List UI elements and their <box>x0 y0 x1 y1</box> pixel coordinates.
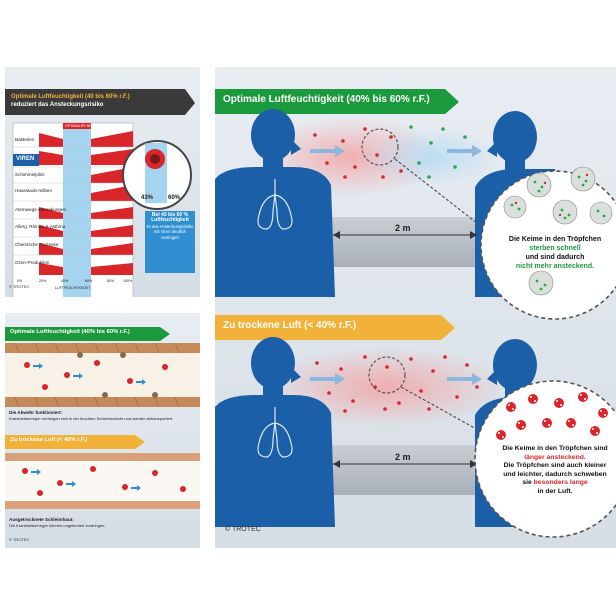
bubble2-line3: Die Tröpfchen sind auch kleiner <box>503 462 607 470</box>
banner-line-1: Optimale Luftfeuchtigkeit (40 bis 60% r.… <box>11 94 130 100</box>
copyright: © TROTEC <box>225 526 261 533</box>
tick-20: 20% <box>39 279 47 283</box>
info-line-4: mit Viren deutlich <box>153 229 187 235</box>
tick-40: 40% <box>61 279 69 283</box>
row-label-bacteria: Bakterien <box>15 137 35 142</box>
droplet-comparison-panel: Optimale Luftfeuchtigkeit (40% bis 60% r… <box>215 67 616 548</box>
magnifier-label-43: 43% <box>141 195 154 201</box>
bubble1-line3: und sind dadurch <box>525 254 585 261</box>
caption1-title: Die Abwehr funktioniert: <box>9 410 63 415</box>
info-line-1: Bei 43 bis 60 % <box>151 212 189 218</box>
bubble2-line5b: besonders lange <box>533 479 588 487</box>
bubble2-line2: länger ansteckend. <box>524 453 586 461</box>
magnifier-info: Bei 43 bis 60 % Luftfeuchtigkeit ist das… <box>145 212 195 240</box>
banner-optimal: Optimale Luftfeuchtigkeit (40% bis 60% r… <box>223 94 430 105</box>
row-label-respiratory: Atemwegs-erkrankungen <box>15 207 67 212</box>
person-left-top <box>215 109 335 297</box>
tick-0: 0% <box>17 279 23 283</box>
optimal-range-label: OPTIMALER BEREICH <box>65 124 103 128</box>
bubble2-line6: in der Luft. <box>537 487 573 495</box>
row-label-mold: Schimmelpilze <box>15 172 45 177</box>
mucosa-panel: Optimale Luftfeuchtigkeit (40% bis 60% r… <box>5 313 200 548</box>
droplet-graphic <box>215 89 616 538</box>
bubble2-line1: Die Keime in den Tröpfchen sind <box>502 445 608 452</box>
tick-60: 60% <box>85 279 93 283</box>
row-label-chemical: Chemische Prozesse <box>15 242 59 247</box>
banner-optimal: Optimale Luftfeuchtigkeit (40% bis 60% r… <box>10 329 130 335</box>
bubble1-line1: Die Keime in den Tröpfchen <box>508 236 602 243</box>
panel-banner: Optimale Luftfeuchtigkeit (40 bis 60% r.… <box>11 93 130 109</box>
distance-label-top: 2 m <box>395 223 411 233</box>
distance-label-bottom: 2 m <box>395 452 411 462</box>
droplets-top <box>313 125 467 179</box>
row-label-allergy: Allerg. Rhinitis & Asthma <box>15 224 66 229</box>
row-label-ozone: Ozon-Produktion <box>15 260 50 265</box>
humidity-risk-panel: Optimale Luftfeuchtigkeit (40 bis 60% r.… <box>5 67 200 297</box>
bubble2-line5a: sie <box>522 479 534 487</box>
axis-label: LUFTFEUCHTIGKEIT <box>55 286 91 290</box>
banner-dry: Zu trockene Luft (< 40% r.F.) <box>223 320 357 331</box>
caption1-text: Krankheitserreger verfangen sich in der … <box>9 416 174 421</box>
info-line-2: Luftfeuchtigkeit <box>151 217 189 224</box>
info-line-3: ist das Ansteckungsrisiko <box>146 223 194 229</box>
mucosa-graphic <box>5 327 200 509</box>
caption2-text: Die Krankheitserreger können ungehindert… <box>9 523 106 528</box>
banner-line-2: reduziert das Ansteckungsrisiko <box>11 102 104 108</box>
bubble2-line4: und leichter, dadurch schweben <box>503 470 607 478</box>
caption2-title: Ausgetrocknete Schleimhaut: <box>9 517 74 522</box>
bubble2-line5: sie besonders lange <box>479 479 616 488</box>
bubble-text-top: Die Keime in den Tröpfchen sterben schne… <box>491 235 616 271</box>
tick-80: 80% <box>107 279 115 283</box>
copyright: © TROTEC <box>9 284 30 289</box>
person-left-bottom <box>215 337 335 527</box>
row-label-mites: Hausstaub-milben <box>15 188 53 193</box>
magnifier-label-60: 60% <box>168 195 181 201</box>
info-line-5: verringert <box>161 234 179 240</box>
banner-dry: Zu trockene Luft (< 40% r.F.) <box>10 437 88 443</box>
bubble1-line4: nicht mehr ansteckend. <box>515 263 595 270</box>
bubble1-line2: sterben schnell <box>529 245 581 252</box>
bubble-text-bottom: Die Keime in den Tröpfchen sind länger a… <box>479 445 616 497</box>
row-label-viruses: VIREN <box>16 156 35 162</box>
copyright: © TROTEC <box>9 537 30 542</box>
humidity-risk-graphic <box>5 89 195 297</box>
tick-100: 100% <box>123 279 133 283</box>
droplet-cluster-green <box>503 166 613 296</box>
